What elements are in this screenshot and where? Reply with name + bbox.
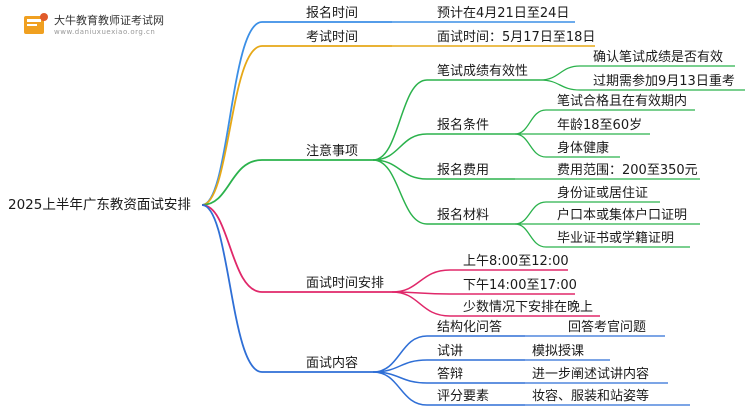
structured-leaf: 回答考官问题 (568, 320, 647, 335)
conditions-leaf-2: 年龄18至60岁 (557, 118, 643, 133)
schedule-afternoon: 下午14:00至17:00 (463, 278, 577, 293)
link-schedule-leaf-1 (391, 269, 568, 293)
notes-materials: 报名材料 (437, 208, 490, 223)
validity-leaf-2: 过期需参加9月13日重考 (593, 74, 735, 89)
link-conditions-leaf-3 (514, 133, 620, 158)
content-scoring: 评分要素 (437, 389, 490, 404)
site-logo: 大牛教育教师证考试网 www.daniuxuexiao.org.cn (14, 6, 184, 46)
link-notes-fee (372, 159, 515, 180)
link-conditions-leaf-1 (514, 109, 695, 135)
content-structured: 结构化问答 (437, 320, 503, 335)
link-materials-leaf-3 (514, 223, 690, 248)
signup-leaf: 预计在4月21日至24日 (437, 6, 570, 21)
fee-leaf: 费用范围：200至350元 (557, 163, 698, 178)
link-schedule-leaf-3 (391, 291, 600, 317)
link-notes-validity (372, 79, 540, 161)
materials-leaf-2: 户口本或集体户口证明 (557, 208, 688, 223)
conditions-leaf-3: 身体健康 (557, 141, 610, 156)
link-content-scoring (372, 371, 525, 406)
link-validity-leaf-1 (539, 65, 735, 81)
lecture-leaf: 模拟授课 (532, 344, 585, 359)
conditions-leaf-1: 笔试合格且在有效期内 (557, 94, 688, 109)
link-root-content (201, 204, 373, 373)
exam-leaf: 面试时间：5月17日至18日 (437, 30, 596, 45)
logo-url: www.daniuxuexiao.org.cn (54, 28, 156, 36)
schedule-evening: 少数情况下安排在晚上 (463, 300, 594, 315)
materials-leaf-1: 身份证或居住证 (557, 186, 649, 201)
link-validity-leaf-2 (539, 79, 745, 91)
branch-schedule: 面试时间安排 (306, 276, 385, 291)
content-lecture: 试讲 (437, 344, 464, 359)
defense-leaf: 进一步阐述试讲内容 (532, 367, 650, 382)
scoring-leaf: 妆容、服装和站姿等 (532, 389, 650, 404)
link-root-notes (201, 159, 373, 206)
book-logo-icon (24, 13, 48, 34)
branch-notes: 注意事项 (306, 144, 359, 159)
notes-fee: 报名费用 (437, 163, 490, 178)
link-content-lecture (372, 359, 525, 373)
notes-conditions: 报名条件 (437, 118, 490, 133)
link-notes-materials (372, 159, 515, 225)
link-notes-conditions (372, 133, 515, 161)
branch-signup: 报名时间 (306, 6, 359, 21)
mindmap-root: 2025上半年广东教资面试安排 (8, 197, 191, 213)
link-materials-leaf-1 (514, 201, 660, 225)
branch-content: 面试内容 (306, 356, 359, 371)
link-content-structured (372, 335, 525, 373)
link-root-schedule (201, 204, 392, 293)
validity-leaf-1: 确认笔试成绩是否有效 (593, 50, 724, 65)
content-defense: 答辩 (437, 367, 464, 382)
logo-title: 大牛教育教师证考试网 (54, 14, 164, 27)
branch-exam: 考试时间 (306, 30, 359, 45)
materials-leaf-3: 毕业证书或学籍证明 (557, 231, 675, 246)
link-root-exam (201, 45, 392, 206)
notes-validity: 笔试成绩有效性 (437, 64, 529, 79)
link-root-signup (201, 21, 392, 206)
schedule-morning: 上午8:00至12:00 (463, 254, 569, 269)
